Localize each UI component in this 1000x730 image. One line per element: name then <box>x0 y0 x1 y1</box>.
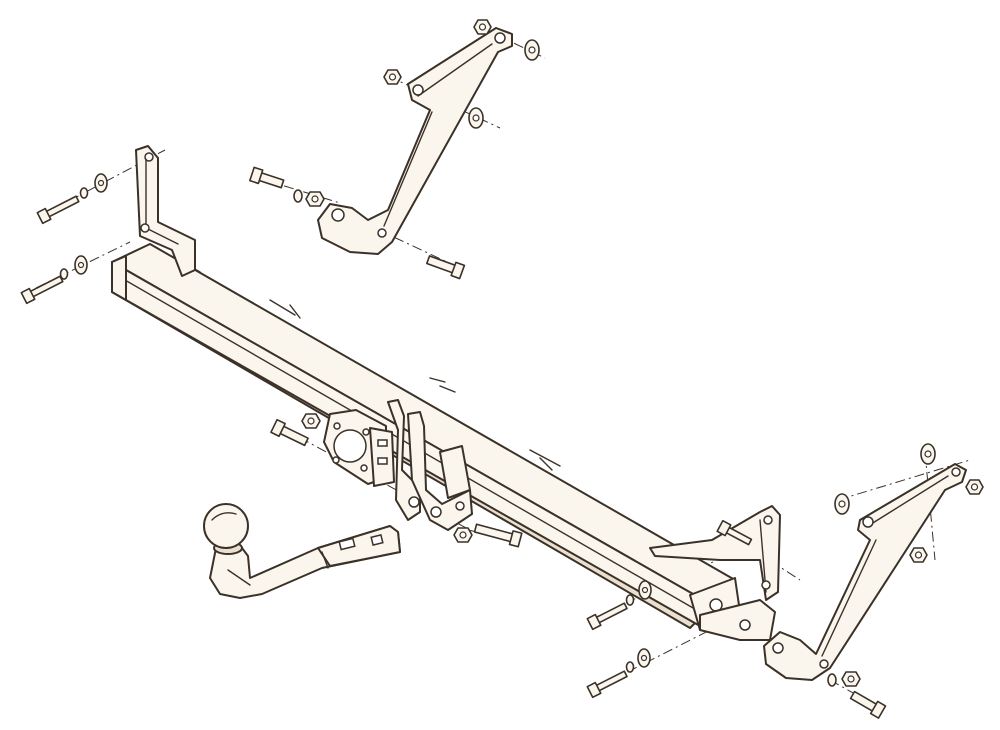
nut <box>965 479 984 495</box>
tow-ball-neck <box>203 503 401 599</box>
bolt <box>20 275 64 305</box>
left-side-bracket <box>135 145 196 277</box>
lower-right-mounting-bracket <box>763 463 967 681</box>
bolt <box>36 195 80 225</box>
nuts <box>301 19 984 687</box>
assembly-axes <box>35 25 971 709</box>
washer <box>827 673 837 687</box>
bolt <box>849 690 887 719</box>
bolt <box>270 418 309 447</box>
washer <box>79 187 89 199</box>
washer <box>94 173 108 193</box>
nut <box>841 671 861 687</box>
bolts <box>20 166 887 719</box>
nut <box>453 527 473 543</box>
nut <box>301 413 321 429</box>
upper-mounting-bracket <box>317 27 513 255</box>
crossbar <box>111 243 741 631</box>
nut <box>473 19 492 35</box>
washer <box>59 268 69 280</box>
washer <box>524 39 540 61</box>
centre-drop-brackets <box>387 399 473 531</box>
bolt <box>426 255 466 280</box>
washer <box>920 443 936 465</box>
washer <box>293 189 303 203</box>
washer <box>74 255 88 275</box>
washer <box>468 107 484 129</box>
washer <box>625 594 635 606</box>
nut <box>305 191 325 207</box>
washer <box>638 580 652 600</box>
bolt <box>249 166 285 189</box>
nut <box>909 547 928 563</box>
washers <box>59 39 936 687</box>
nut <box>383 69 402 85</box>
bolt <box>586 670 628 699</box>
washer <box>834 493 850 515</box>
right-side-bracket <box>649 505 781 641</box>
bolt <box>473 523 523 548</box>
washer <box>625 661 635 673</box>
socket-plate <box>323 409 395 487</box>
bolt <box>586 602 628 631</box>
washer <box>637 648 651 668</box>
bolt <box>716 519 753 546</box>
